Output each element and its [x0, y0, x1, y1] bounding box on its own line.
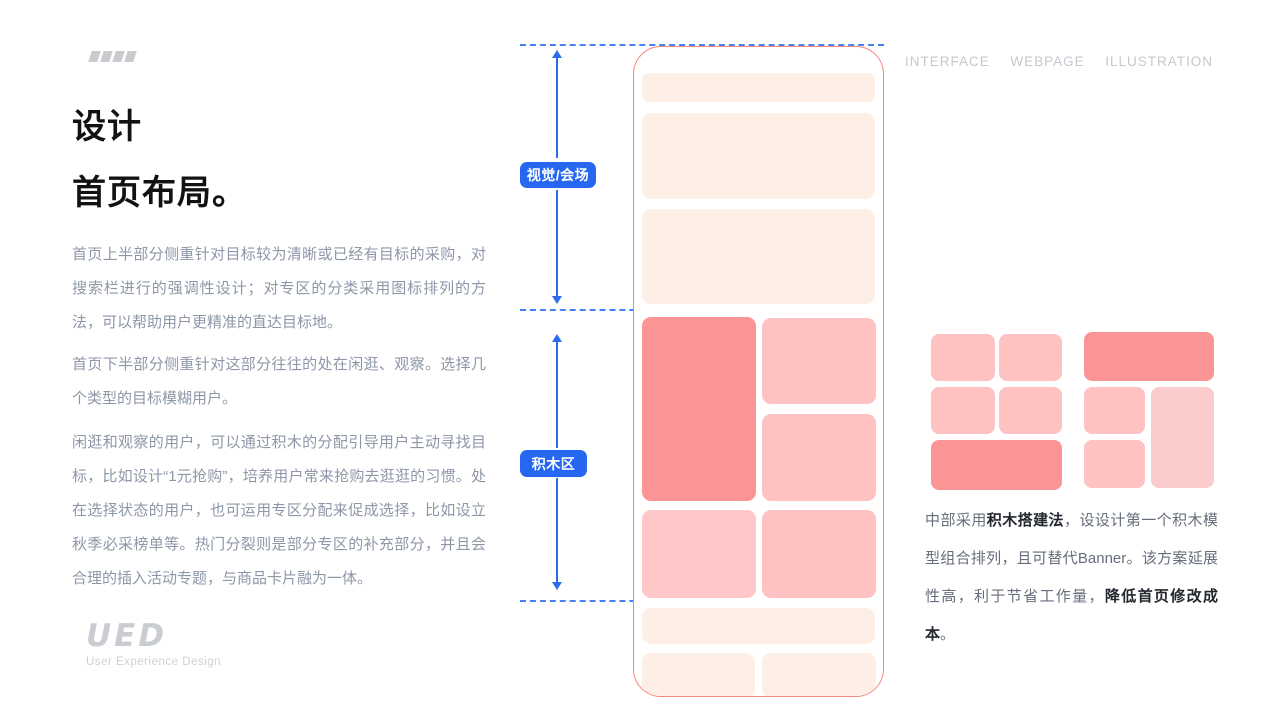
example2-block-wide [1084, 332, 1214, 381]
deco-square [88, 51, 101, 62]
section-divider-top [520, 44, 884, 46]
tab-illustration[interactable]: ILLUSTRATION [1105, 54, 1213, 69]
body-paragraph-2: 首页下半部分侧重针对这部分往往的处在闲逛、观察。选择几个类型的目标模糊用户。 [72, 356, 486, 407]
phone-wireframe [633, 46, 884, 697]
wireframe-footer-row [642, 608, 875, 644]
tab-interface[interactable]: INTERFACE [905, 54, 990, 69]
example1-block [931, 334, 995, 381]
wireframe-search-bar [642, 73, 875, 102]
note-bold-2: 降低首页修改成本 [925, 588, 1218, 643]
wireframe-block-right-2 [762, 414, 876, 501]
example2-block-tall [1151, 387, 1214, 488]
decoration-squares [88, 51, 137, 62]
label-block-area: 积木区 [520, 450, 587, 477]
page-title-line1: 设计 [72, 108, 142, 146]
deco-square [100, 51, 113, 62]
wireframe-block-right-1 [762, 318, 876, 404]
example2-block [1084, 440, 1145, 488]
example1-block [931, 387, 995, 434]
label-visual-venue: 视觉/会场 [520, 162, 596, 188]
wireframe-footer-card-right [762, 653, 876, 696]
ued-logo-subtitle: User Experience Design [86, 656, 222, 668]
arrow-down-section2-icon [552, 478, 562, 590]
arrow-down-section1-icon [552, 190, 562, 304]
note-text: 中部采用 [925, 512, 987, 529]
block-layout-example-1 [931, 334, 1062, 490]
wireframe-block-tall [642, 317, 756, 501]
category-tabs: INTERFACE WEBPAGE ILLUSTRATION [905, 54, 1213, 69]
wireframe-banner-1 [642, 113, 875, 199]
tab-webpage[interactable]: WEBPAGE [1010, 54, 1085, 69]
note-text: 。 [940, 626, 956, 643]
example1-block [999, 334, 1062, 381]
ued-logo-text: UED [86, 618, 168, 654]
body-paragraph-1: 首页上半部分侧重针对目标较为清晰或已经有目标的采购，对搜索栏进行的强调性设计；对… [72, 246, 486, 331]
wireframe-block-bottom-left [642, 510, 756, 598]
wireframe-footer-card-left [642, 653, 755, 696]
deco-square [112, 51, 125, 62]
body-paragraph-3: 闲逛和观察的用户，可以通过积木的分配引导用户主动寻找目标，比如设计“1元抢购”，… [72, 434, 486, 587]
page-title-line2: 首页布局。 [72, 174, 247, 212]
ued-logo: UED User Experience Design [86, 618, 221, 668]
example1-block [999, 387, 1062, 434]
page-title: 设计 首页布局。 [72, 94, 247, 226]
arrow-up-section2-icon [552, 334, 562, 448]
wireframe-banner-2 [642, 209, 875, 304]
example1-block-wide [931, 440, 1062, 490]
example2-block [1084, 387, 1145, 434]
arrow-up-section1-icon [552, 50, 562, 158]
note-paragraph: 中部采用积木搭建法，设设计第一个积木模型组合排列，且可替代Banner。该方案延… [925, 502, 1218, 654]
wireframe-block-bottom-right [762, 510, 876, 598]
block-layout-example-2 [1084, 332, 1214, 488]
note-text: ，设设计第一个积木模型组合排列，且可替代Banner。该方案延展性高，利于节省工… [925, 512, 1218, 605]
note-bold-1: 积木搭建法 [986, 512, 1064, 529]
deco-square [124, 51, 137, 62]
